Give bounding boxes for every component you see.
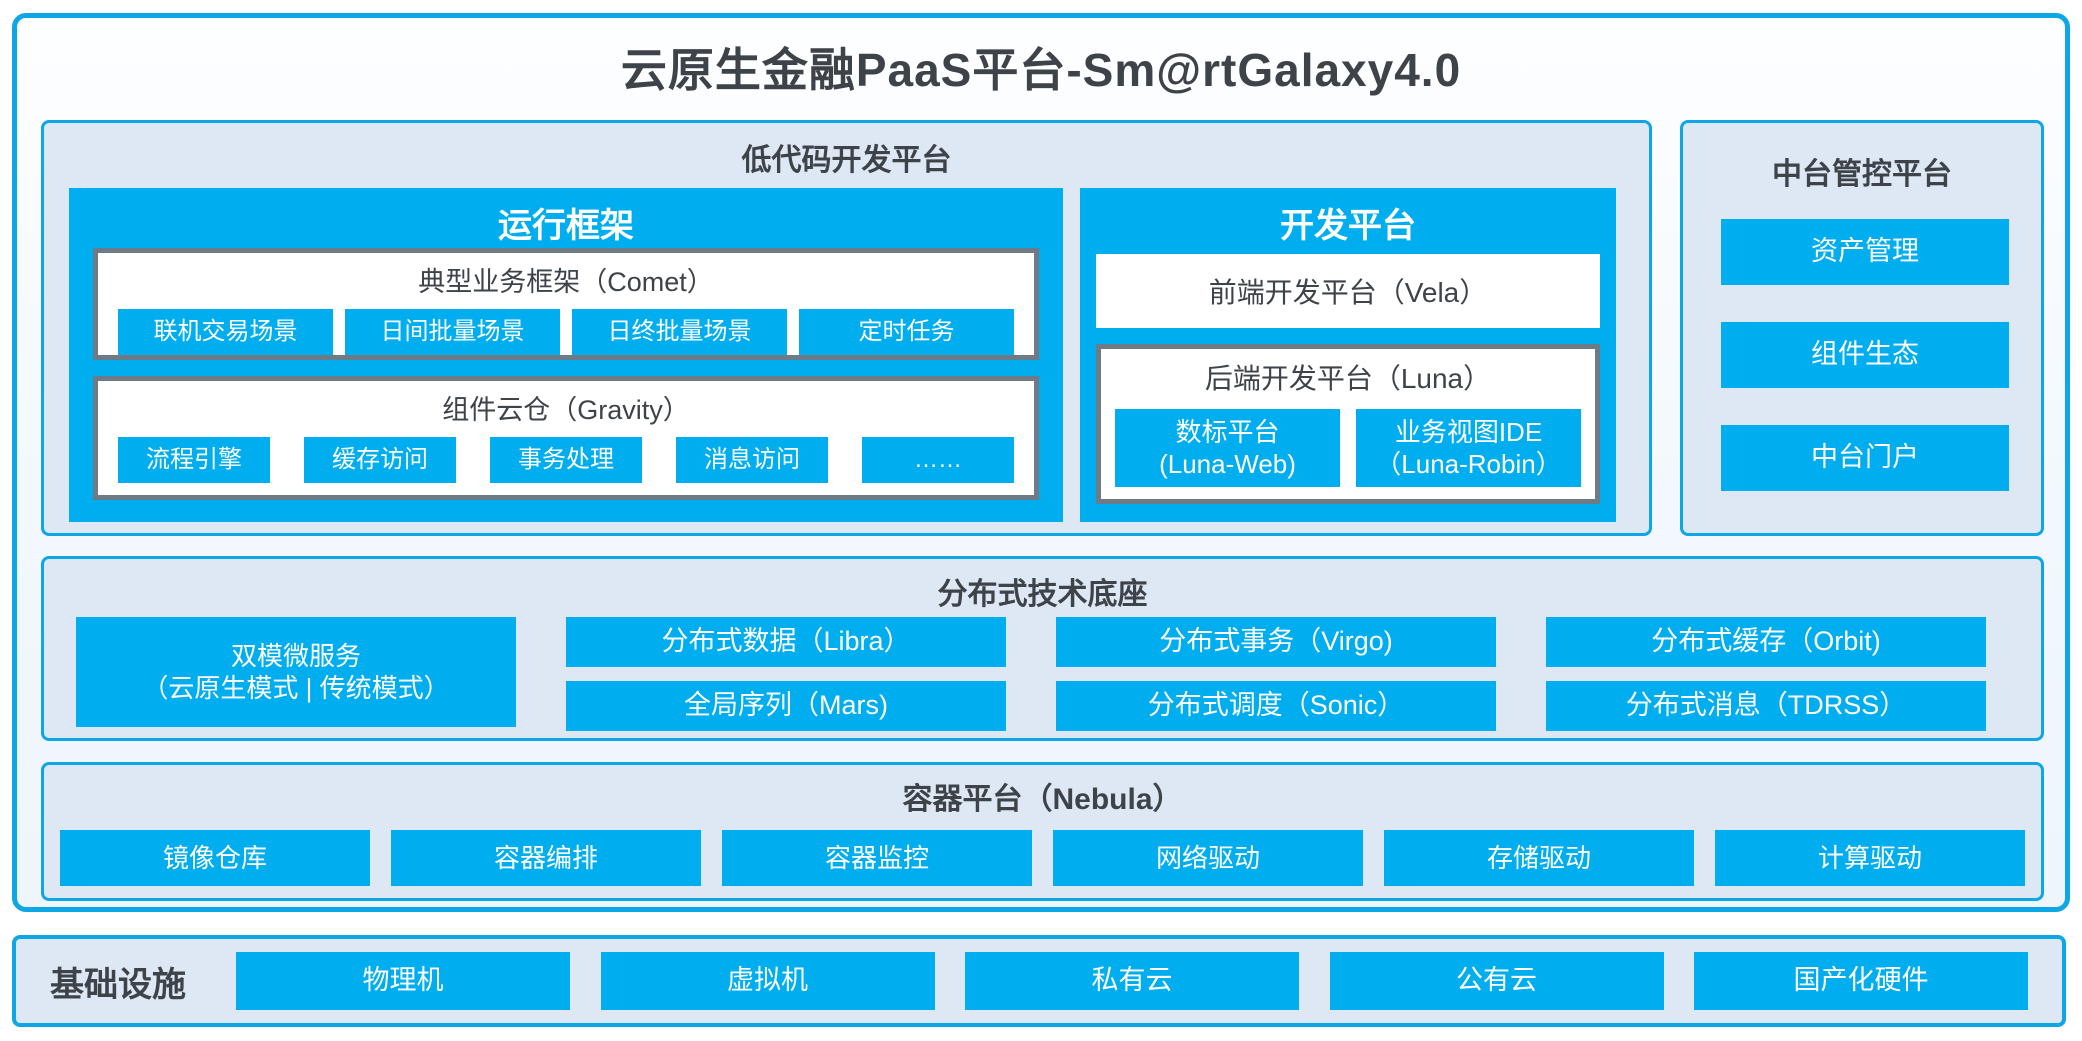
- container-item-network-driver: 网络驱动: [1053, 830, 1363, 886]
- section-lowcode-title: 低代码开发平台: [741, 144, 952, 177]
- distributed-item-tdrss: 分布式消息（TDRSS）: [1546, 681, 1986, 731]
- luna-robin-line1: 业务视图IDE: [1394, 416, 1543, 447]
- comet-items-row: 联机交易场景 日间批量场景 日终批量场景 定时任务: [98, 309, 1034, 355]
- infra-item-physical-machine: 物理机: [236, 952, 570, 1010]
- comet-item-daytime-batch: 日间批量场景: [345, 309, 560, 355]
- gravity-item-more: ……: [862, 437, 1014, 483]
- gravity-warehouse-box: 组件云仓（Gravity） 流程引擎 缓存访问 事务处理 消息访问 ……: [93, 376, 1039, 500]
- dual-mode-microservice-box: 双模微服务 （云原生模式 | 传统模式）: [76, 617, 516, 727]
- comet-framework-box: 典型业务框架（Comet） 联机交易场景 日间批量场景 日终批量场景 定时任务: [93, 248, 1039, 360]
- luna-web-line2: (Luna-Web): [1159, 449, 1296, 479]
- luna-items-row: 数标平台 (Luna-Web) 业务视图IDE （Luna-Robin）: [1101, 409, 1595, 487]
- distributed-title: 分布式技术底座: [937, 578, 1148, 611]
- midplatform-title: 中台管控平台: [1772, 158, 1952, 191]
- distributed-item-virgo: 分布式事务（Virgo): [1056, 617, 1496, 667]
- section-lowcode-platform: 低代码开发平台 运行框架 典型业务框架（Comet） 联机交易场景 日间批量场景…: [41, 120, 1652, 536]
- gravity-item-cache-access: 缓存访问: [304, 437, 456, 483]
- luna-web-line1: 数标平台: [1175, 416, 1280, 447]
- midplatform-item-portal: 中台门户: [1721, 425, 2009, 491]
- midplatform-item-asset-mgmt: 资产管理: [1721, 219, 2009, 285]
- luna-item-web: 数标平台 (Luna-Web): [1115, 409, 1340, 487]
- comet-item-eod-batch: 日终批量场景: [572, 309, 787, 355]
- gravity-title: 组件云仓（Gravity）: [442, 395, 690, 425]
- section-infrastructure: 基础设施 物理机 虚拟机 私有云 公有云 国产化硬件: [12, 935, 2066, 1027]
- container-item-orchestration: 容器编排: [391, 830, 701, 886]
- infra-item-public-cloud: 公有云: [1329, 952, 1664, 1010]
- midplatform-item-component-ecosystem: 组件生态: [1721, 322, 2009, 388]
- gravity-item-process-engine: 流程引擎: [118, 437, 270, 483]
- page-title: 云原生金融PaaS平台-Sm@rtGalaxy4.0: [620, 44, 1462, 96]
- dual-mode-line2: （云原生模式 | 传统模式）: [142, 673, 450, 703]
- panel-dev-platform: 开发平台 前端开发平台（Vela） 后端开发平台（Luna） 数标平台 (Lun…: [1080, 188, 1616, 522]
- luna-item-robin: 业务视图IDE （Luna-Robin）: [1356, 409, 1581, 487]
- container-item-storage-driver: 存储驱动: [1384, 830, 1694, 886]
- infrastructure-items-row: 物理机 虚拟机 私有云 公有云 国产化硬件: [236, 952, 2028, 1010]
- distributed-item-sonic: 分布式调度（Sonic）: [1056, 681, 1496, 731]
- infra-item-domestic-hardware: 国产化硬件: [1694, 952, 2028, 1010]
- vela-frontend-box: 前端开发平台（Vela）: [1096, 254, 1600, 328]
- luna-backend-box: 后端开发平台（Luna） 数标平台 (Luna-Web) 业务视图IDE （Lu…: [1096, 344, 1600, 504]
- panel-runtime-framework: 运行框架 典型业务框架（Comet） 联机交易场景 日间批量场景 日终批量场景 …: [69, 188, 1063, 522]
- luna-robin-line2: （Luna-Robin）: [1375, 449, 1562, 479]
- container-item-image-registry: 镜像仓库: [60, 830, 370, 886]
- distributed-item-mars: 全局序列（Mars): [566, 681, 1006, 731]
- main-frame: 云原生金融PaaS平台-Sm@rtGalaxy4.0 低代码开发平台 运行框架 …: [12, 13, 2070, 912]
- comet-item-scheduled-task: 定时任务: [799, 309, 1014, 355]
- runtime-framework-title: 运行框架: [498, 207, 634, 245]
- dev-platform-title: 开发平台: [1280, 207, 1416, 245]
- luna-title: 后端开发平台（Luna）: [1204, 363, 1492, 394]
- comet-title: 典型业务框架（Comet）: [418, 267, 714, 297]
- container-item-compute-driver: 计算驱动: [1715, 830, 2025, 886]
- container-platform-title: 容器平台（Nebula）: [902, 783, 1183, 816]
- gravity-item-message-access: 消息访问: [676, 437, 828, 483]
- distributed-item-orbit: 分布式缓存（Orbit): [1546, 617, 1986, 667]
- comet-item-online-trading: 联机交易场景: [118, 309, 333, 355]
- container-items-row: 镜像仓库 容器编排 容器监控 网络驱动 存储驱动 计算驱动: [44, 830, 2041, 886]
- infra-item-virtual-machine: 虚拟机: [600, 952, 935, 1010]
- infra-item-private-cloud: 私有云: [965, 952, 1299, 1010]
- section-container-platform: 容器平台（Nebula） 镜像仓库 容器编排 容器监控 网络驱动 存储驱动 计算…: [41, 762, 2044, 901]
- section-distributed-base: 分布式技术底座 双模微服务 （云原生模式 | 传统模式） 分布式数据（Libra…: [41, 556, 2044, 741]
- dual-mode-line1: 双模微服务: [230, 640, 361, 671]
- gravity-items-row: 流程引擎 缓存访问 事务处理 消息访问 ……: [98, 437, 1034, 483]
- container-item-monitoring: 容器监控: [722, 830, 1032, 886]
- infrastructure-title: 基础设施: [50, 965, 186, 1004]
- distributed-item-libra: 分布式数据（Libra）: [566, 617, 1006, 667]
- section-midplatform-control: 中台管控平台 资产管理 组件生态 中台门户: [1680, 120, 2044, 536]
- gravity-item-transaction: 事务处理: [490, 437, 642, 483]
